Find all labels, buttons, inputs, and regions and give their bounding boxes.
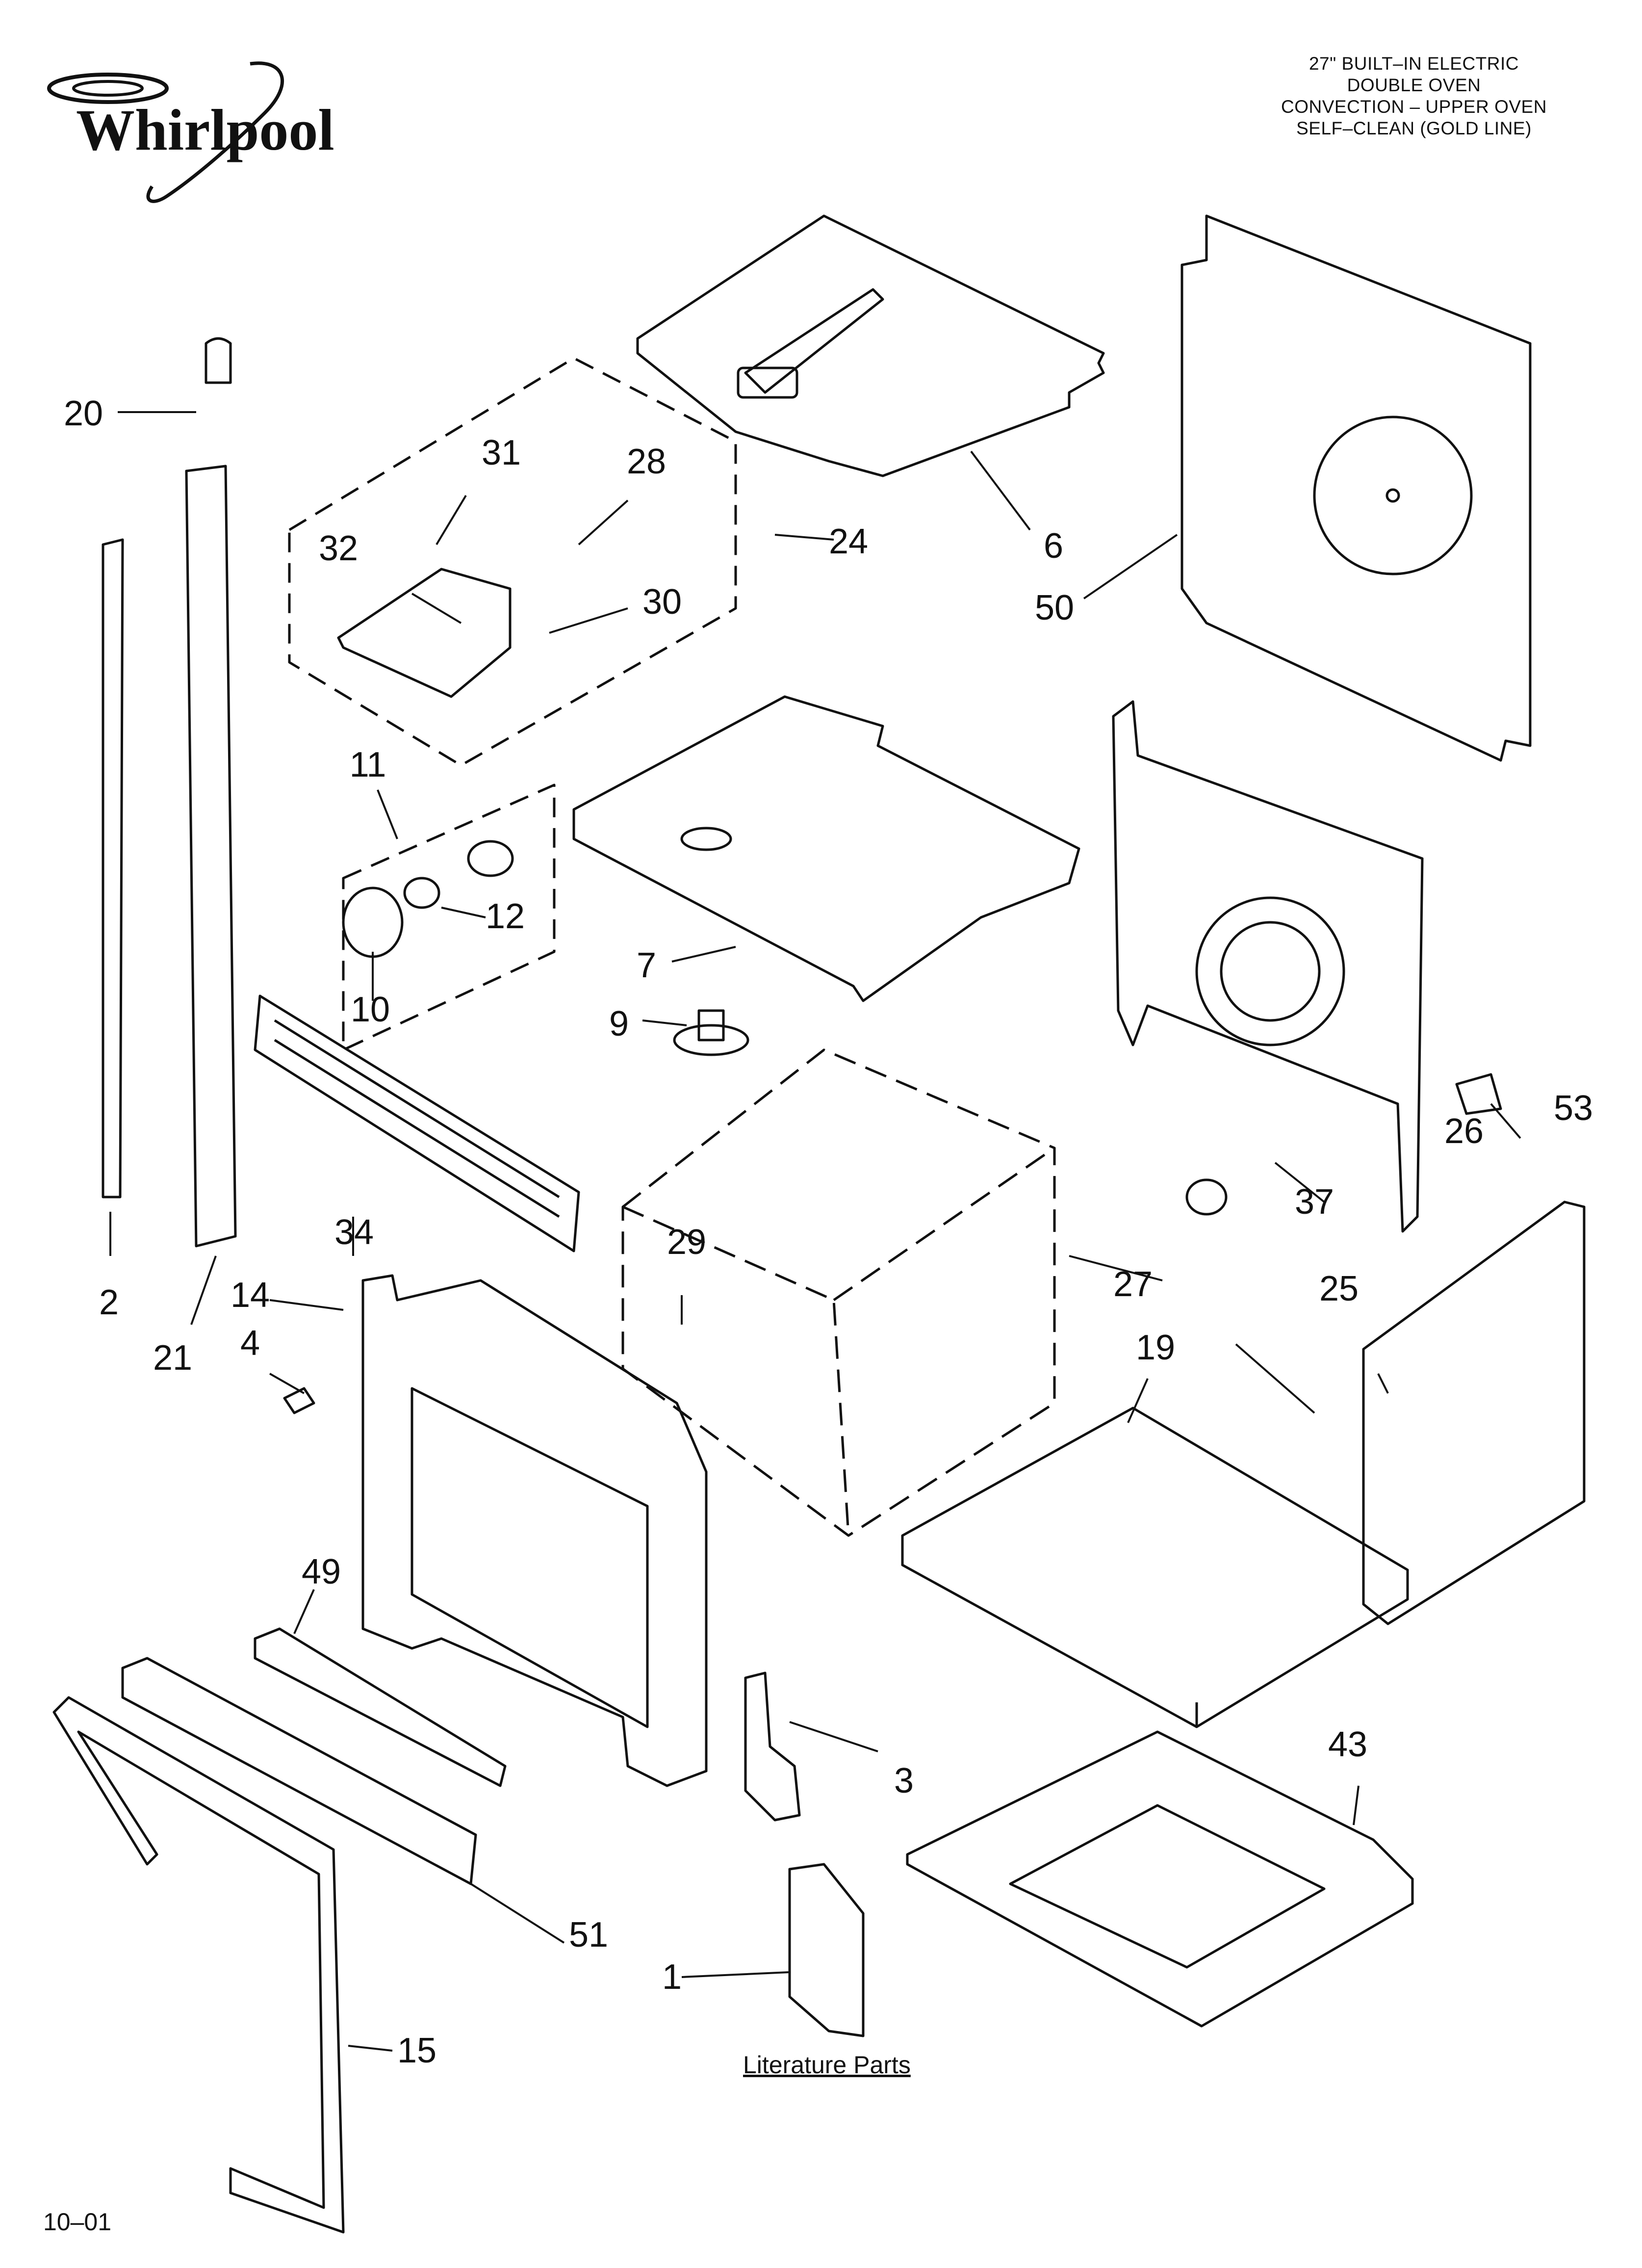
callout-24: 24 xyxy=(828,522,869,561)
part-14-front-frame xyxy=(361,1274,708,1787)
callout-3: 3 xyxy=(894,1761,914,1800)
callout-21: 21 xyxy=(153,1338,193,1378)
part-4-screw xyxy=(283,1387,315,1414)
part-21-side-trim xyxy=(185,465,237,1248)
part-7-oven-top xyxy=(572,695,1080,1002)
callout-7: 7 xyxy=(636,946,657,985)
callout-31: 31 xyxy=(481,433,521,472)
callout-27: 27 xyxy=(1113,1265,1153,1304)
callout-9: 9 xyxy=(609,1004,629,1043)
callout-10: 10 xyxy=(350,990,390,1029)
whirlpool-logo: Whirlpool xyxy=(47,61,334,203)
part-49-trim xyxy=(254,1627,507,1787)
part-10-11-12-group xyxy=(342,783,556,1051)
callout-25: 25 xyxy=(1319,1269,1359,1308)
part-53-clip xyxy=(1455,1073,1502,1115)
callout-50: 50 xyxy=(1034,588,1075,627)
callout-14: 14 xyxy=(230,1276,270,1315)
part-51-vent-trim xyxy=(121,1657,477,1885)
callout-51: 51 xyxy=(568,1915,609,1955)
title-line-2: DOUBLE OVEN xyxy=(1347,75,1481,95)
part-34-vent-grille xyxy=(254,994,580,1252)
part-15-gasket xyxy=(52,1696,345,2234)
callout-4: 4 xyxy=(240,1324,260,1363)
part-6-top-panel xyxy=(636,214,1105,477)
title-line-4: SELF–CLEAN (GOLD LINE) xyxy=(1296,118,1532,138)
literature-parts-label: Literature Parts xyxy=(743,2051,911,2079)
callout-29: 29 xyxy=(667,1223,707,1262)
title-line-1: 27" BUILT–IN ELECTRIC xyxy=(1308,53,1519,74)
part-1-literature xyxy=(788,1863,865,2037)
callout-53: 53 xyxy=(1553,1089,1593,1128)
callout-15: 15 xyxy=(397,2031,437,2070)
part-37-thermal-fuse xyxy=(1185,1178,1228,1216)
callout-20: 20 xyxy=(63,394,103,433)
callout-43: 43 xyxy=(1328,1725,1368,1764)
part-3-bracket xyxy=(744,1671,801,1822)
callout-30: 30 xyxy=(642,582,682,622)
callout-1: 1 xyxy=(662,1957,682,1997)
revision-code: 10–01 xyxy=(43,2208,112,2236)
callout-32: 32 xyxy=(318,529,359,568)
callout-11: 11 xyxy=(349,745,386,784)
part-20-clip xyxy=(205,337,232,384)
part-26-rear-frame xyxy=(1112,700,1424,1233)
part-27-oven-cavity xyxy=(621,1048,1056,1537)
callout-12: 12 xyxy=(485,897,525,936)
part-24-control-bracket-group xyxy=(288,357,737,767)
svg-text:Whirlpool: Whirlpool xyxy=(76,97,334,162)
part-25-side-panel xyxy=(1362,1200,1586,1625)
callout-28: 28 xyxy=(626,442,667,481)
callout-26: 26 xyxy=(1444,1112,1484,1151)
part-2-side-trim xyxy=(102,538,124,1199)
model-title: 27" BUILT–IN ELECTRIC DOUBLE OVEN CONVEC… xyxy=(1237,53,1591,139)
title-line-3: CONVECTION – UPPER OVEN xyxy=(1281,97,1547,117)
part-43-bottom-tray xyxy=(906,1730,1414,2028)
callout-49: 49 xyxy=(301,1552,341,1591)
callout-37: 37 xyxy=(1294,1182,1334,1222)
callout-2: 2 xyxy=(99,1283,119,1322)
part-19-floor-panel xyxy=(901,1407,1409,1728)
part-9-thermostat xyxy=(673,1024,749,1056)
callout-6: 6 xyxy=(1043,526,1064,566)
part-50-back-panel xyxy=(1180,214,1532,762)
callout-19: 19 xyxy=(1135,1328,1176,1367)
callout-34: 34 xyxy=(334,1213,374,1252)
